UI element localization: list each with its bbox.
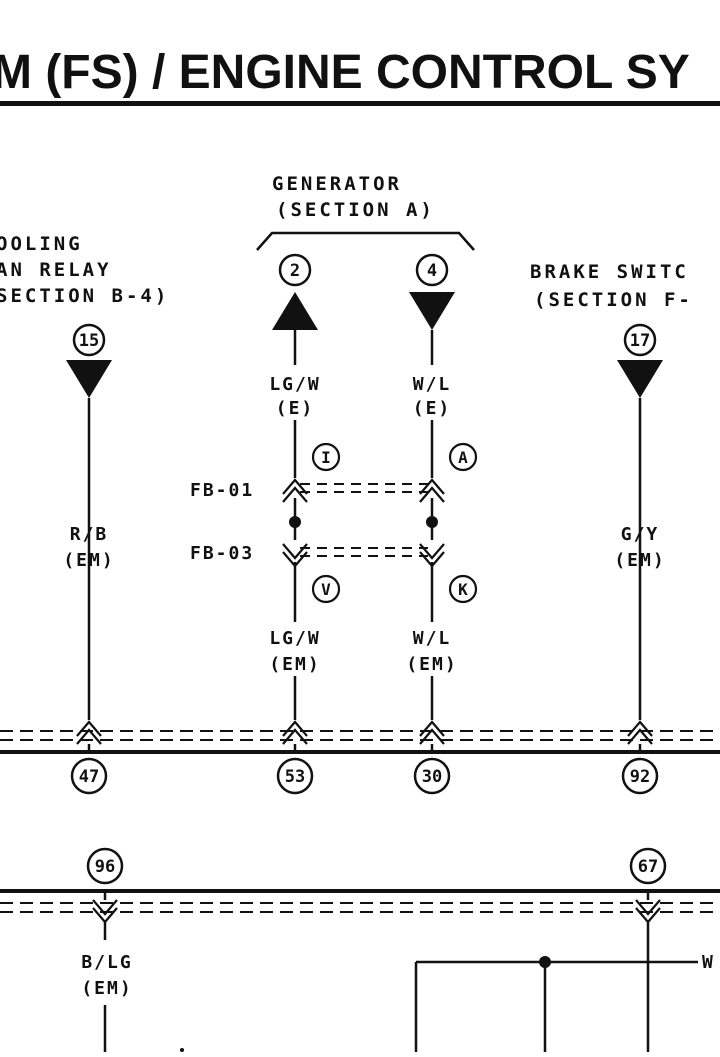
down-arrow-icon — [409, 292, 455, 330]
brake-switch-section-label: (SECTION F- — [534, 289, 693, 311]
generator-section-label: (SECTION A) — [276, 199, 435, 221]
wire-harness-wl-bot: (EM) — [406, 654, 457, 675]
generator-bracket — [256, 231, 475, 251]
cooling-fan-relay-label-2: AN RELAY — [0, 259, 112, 281]
pin-label-53: 53 — [285, 767, 305, 787]
wire-harness-rb: (EM) — [63, 550, 114, 571]
wire-harness-blg: (EM) — [81, 978, 132, 999]
pin-circle-brake-17 — [623, 323, 657, 357]
wire-harness-lgw-top: (E) — [276, 398, 315, 419]
splice-dot — [289, 516, 301, 528]
wire-color-gy: G/Y — [621, 524, 660, 545]
pin-label-47: 47 — [79, 767, 99, 787]
connector-chevron-icon — [282, 478, 308, 503]
wire-color-lgw-bot: LG/W — [269, 628, 320, 649]
connector-chevron-icon — [282, 543, 308, 568]
down-arrow-icon — [617, 360, 663, 398]
wire-color-lgw-top: LG/W — [269, 374, 320, 395]
wire-harness-gy: (EM) — [614, 550, 665, 571]
connector-chevron-icon — [419, 478, 445, 503]
brake-switch-label: BRAKE SWITC — [530, 261, 689, 283]
pin-label-fan-15: 15 — [79, 331, 99, 351]
terminal-circle-k — [448, 574, 478, 604]
pin-label-brake-17: 17 — [630, 331, 650, 351]
title-rule — [0, 101, 720, 106]
pin-label-gen-2: 2 — [290, 261, 300, 281]
pin-circle-fan-15 — [72, 323, 106, 357]
connector-label-fb03: FB-03 — [190, 543, 254, 564]
terminal-circle-i — [311, 442, 341, 472]
pin-circle-67 — [629, 847, 667, 885]
cooling-fan-relay-label-1: OOLING — [0, 233, 83, 255]
cooling-fan-relay-section-label: SECTION B-4) — [0, 285, 169, 307]
pin-label-96: 96 — [95, 857, 115, 877]
terminal-label-a: A — [458, 448, 468, 467]
connector-chevron-icon — [419, 720, 445, 745]
pin-label-92: 92 — [630, 767, 650, 787]
terminal-label-k: K — [458, 580, 468, 599]
connector-chevron-icon — [627, 720, 653, 745]
terminal-circle-a — [448, 442, 478, 472]
terminal-label-i: I — [321, 448, 331, 467]
wire-color-wl-top: W/L — [413, 374, 452, 395]
pin-circle-53 — [276, 757, 314, 795]
pin-label-67: 67 — [638, 857, 658, 877]
connector-chevron-icon — [76, 720, 102, 745]
pin-circle-30 — [413, 757, 451, 795]
page-title: M (FS) / ENGINE CONTROL SY — [0, 46, 690, 99]
pin-label-30: 30 — [422, 767, 442, 787]
stray-mark — [180, 1048, 184, 1052]
terminal-label-v: V — [321, 580, 331, 599]
pin-label-gen-4: 4 — [427, 261, 437, 281]
terminal-circle-v — [311, 574, 341, 604]
pin-circle-96 — [86, 847, 124, 885]
pin-circle-gen-2 — [278, 253, 312, 287]
connector-chevron-icon — [282, 720, 308, 745]
up-arrow-icon — [272, 292, 318, 330]
pin-circle-92 — [621, 757, 659, 795]
down-arrow-icon — [66, 360, 112, 398]
ecu-connector-edge — [0, 889, 720, 893]
pin-circle-47 — [70, 757, 108, 795]
pin-circle-gen-4 — [415, 253, 449, 287]
wire-harness-wl-top: (E) — [413, 398, 452, 419]
wire-color-blg: B/LG — [81, 952, 132, 973]
ecu-connector-edge — [0, 750, 720, 754]
connector-chevron-icon — [419, 543, 445, 568]
splice-dot — [539, 956, 551, 968]
wire-label-w: W — [702, 952, 715, 973]
wire-color-wl-bot: W/L — [413, 628, 452, 649]
wire-harness-lgw-bot: (EM) — [269, 654, 320, 675]
wire-color-rb: R/B — [70, 524, 109, 545]
generator-label: GENERATOR — [272, 173, 402, 195]
connector-label-fb01: FB-01 — [190, 480, 254, 501]
splice-dot — [426, 516, 438, 528]
